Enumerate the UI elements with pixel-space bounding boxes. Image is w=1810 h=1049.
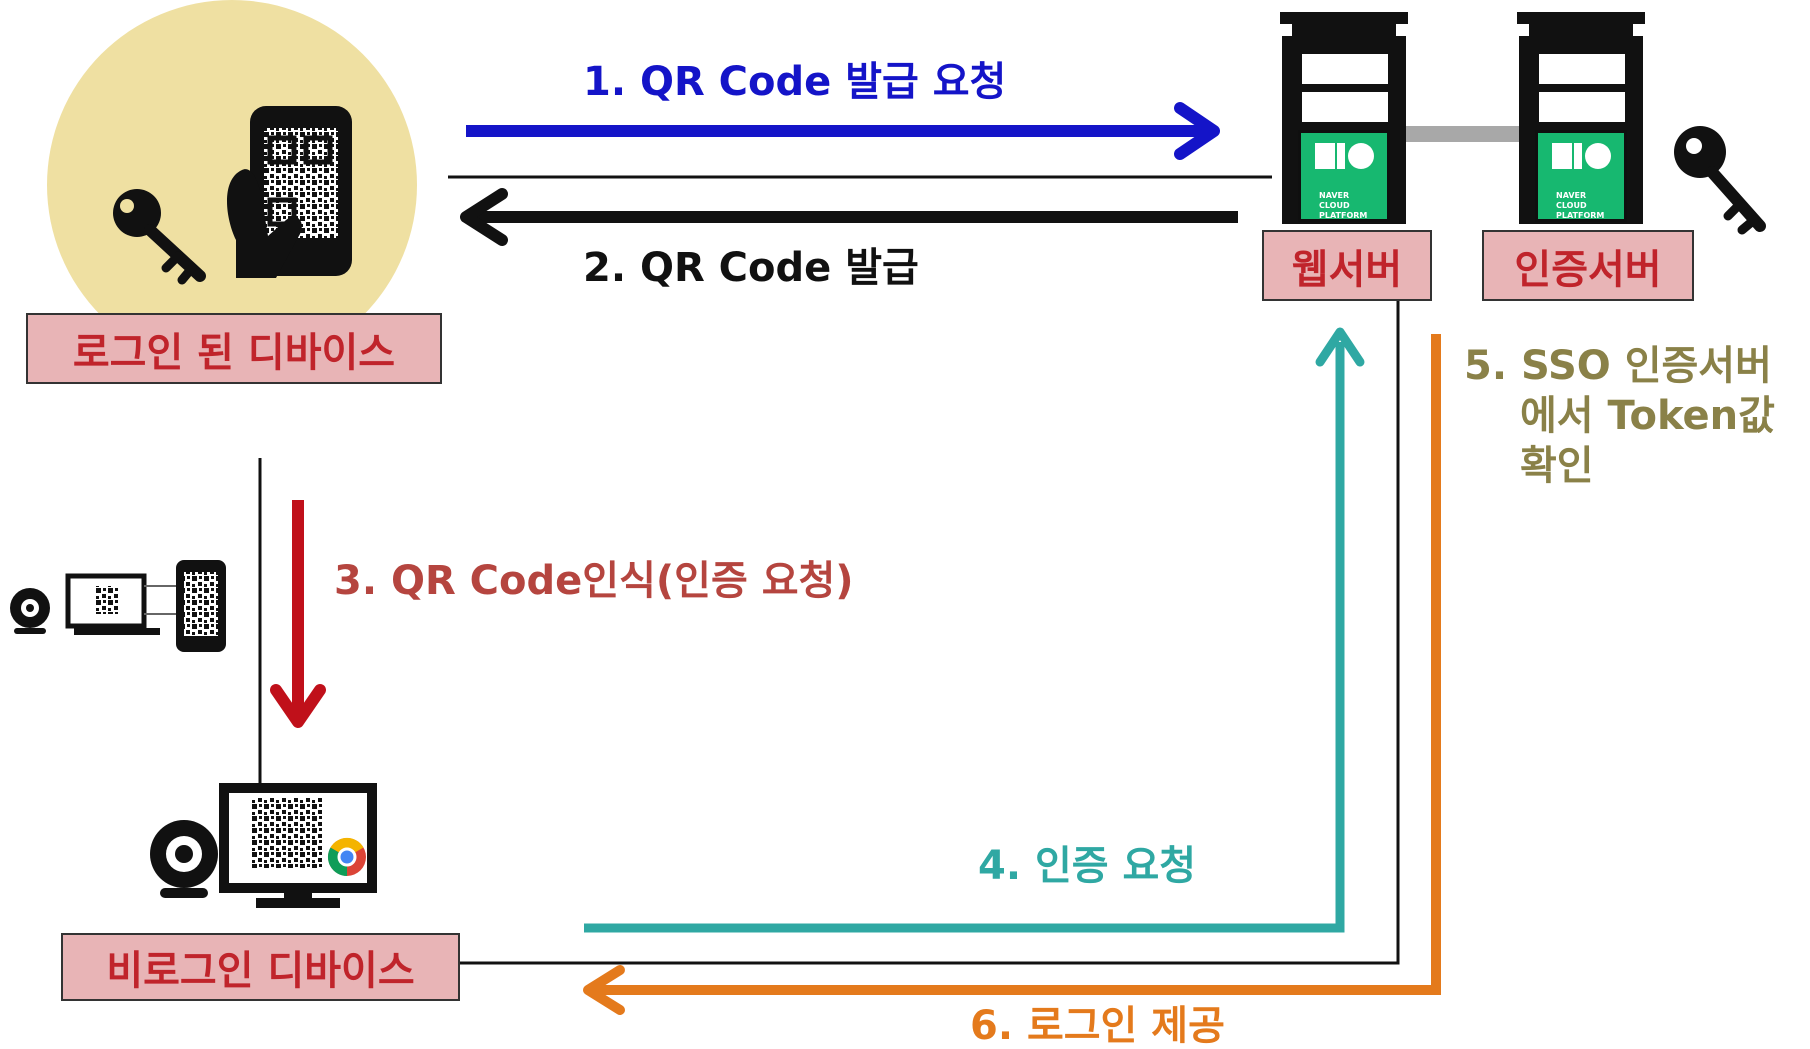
web-server-label: 웹서버	[1262, 230, 1432, 301]
auth-server-brand-label: NAVER CLOUD PLATFORM	[1556, 191, 1605, 220]
step1-arrow	[466, 102, 1220, 160]
brand-logo-icon	[1552, 143, 1611, 169]
phone-in-hand-icon	[227, 106, 352, 278]
step3-label: 3. QR Code인식(인증 요청)	[334, 558, 854, 604]
web-server-brand-tile: NAVER CLOUD PLATFORM	[1298, 130, 1390, 222]
step6-arrow	[583, 334, 1441, 1015]
webcam-icon	[150, 820, 218, 898]
non-logged-in-device-label: 비로그인 디바이스	[61, 933, 460, 1001]
step4-label: 4. 인증 요청	[978, 843, 1197, 889]
step2-label: 2. QR Code 발급	[583, 245, 919, 291]
step5-label-line1: 5. SSO 인증서버	[1464, 343, 1772, 389]
non-logged-in-device-illustration	[150, 783, 377, 908]
chrome-icon	[327, 837, 366, 877]
step3-arrow	[270, 500, 326, 728]
logged-in-device-label: 로그인 된 디바이스	[26, 313, 442, 384]
logged-in-device-illustration	[47, 0, 417, 370]
step5-label-line3: 확인	[1520, 443, 1594, 489]
step1-label: 1. QR Code 발급 요청	[583, 59, 1007, 105]
step4-arrow	[584, 327, 1365, 933]
step2-arrow	[460, 188, 1238, 246]
server-link	[1406, 126, 1519, 142]
auth-server-brand-tile: NAVER CLOUD PLATFORM	[1535, 130, 1627, 222]
key-icon-right	[1674, 126, 1766, 235]
step6-label: 6. 로그인 제공	[970, 1003, 1225, 1049]
key-icon-left	[113, 189, 206, 285]
auth-server-label: 인증서버	[1482, 230, 1694, 301]
brand-logo-icon	[1315, 143, 1374, 169]
connector-bottom	[460, 298, 1400, 965]
web-server-brand-label: NAVER CLOUD PLATFORM	[1319, 191, 1368, 220]
step5-label-line2: 에서 Token값	[1520, 393, 1775, 439]
webcam-monitor-phone-icon	[10, 560, 226, 652]
